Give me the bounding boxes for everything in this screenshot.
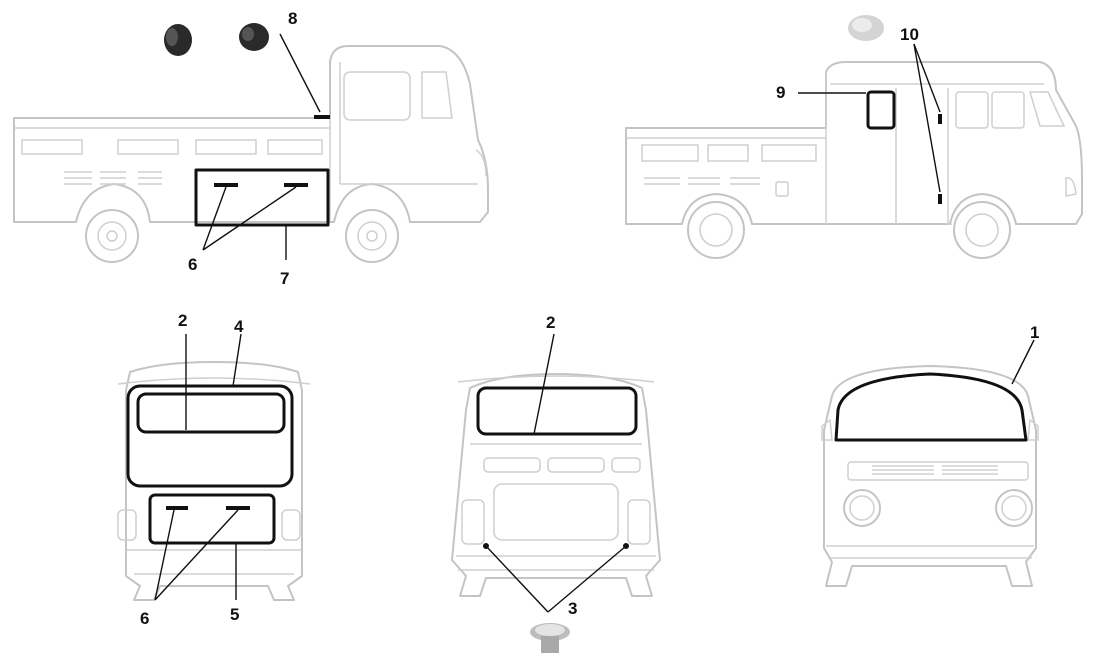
- quarter-window-seal: [868, 92, 894, 128]
- pickup-double-cab-side-view: [626, 62, 1082, 258]
- leader-6a-left: [203, 187, 226, 250]
- callout-1: 1: [1030, 323, 1039, 342]
- leader-6a-right: [203, 187, 296, 250]
- callout-5: 5: [230, 605, 239, 624]
- callout-4: 4: [234, 317, 244, 336]
- front-view: [822, 366, 1038, 586]
- leader-8: [280, 34, 320, 112]
- rubber-buffer-icon: [164, 23, 269, 56]
- windshield-seal: [836, 374, 1026, 440]
- leader-10-lower: [914, 44, 940, 192]
- callout-2-center: 2: [546, 313, 555, 332]
- tailgate-frame-seal: [128, 386, 292, 486]
- callout-9: 9: [776, 83, 785, 102]
- callout-8: 8: [288, 9, 297, 28]
- body-plug-icon: [530, 623, 570, 653]
- callout-3: 3: [568, 599, 577, 618]
- leader-1: [1012, 340, 1034, 384]
- callout-6-top: 6: [188, 255, 197, 274]
- rear-view-standard: [452, 374, 660, 596]
- callout-6-bottom: 6: [140, 609, 149, 628]
- leader-10-upper: [914, 44, 940, 112]
- rear-window-seal-tailgate: [138, 394, 284, 432]
- callout-7: 7: [280, 269, 289, 288]
- callout-2-left: 2: [178, 311, 187, 330]
- plastic-cap-icon: [848, 15, 884, 41]
- leader-2-center: [534, 334, 554, 434]
- pickup-single-cab-side-view: [14, 46, 488, 262]
- callout-10: 10: [900, 25, 919, 44]
- rear-window-seal-standard: [478, 388, 636, 434]
